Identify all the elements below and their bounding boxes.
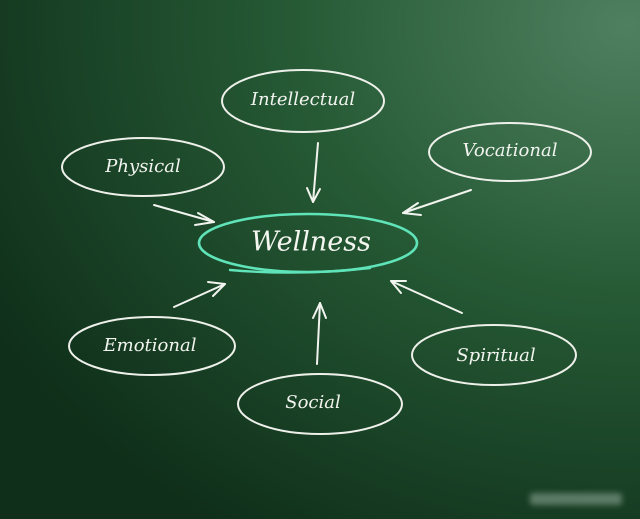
- node-emotional-label: Emotional: [103, 335, 197, 356]
- node-intellectual: Intellectual: [221, 69, 385, 133]
- node-intellectual-label: Intellectual: [250, 89, 355, 110]
- blurred-watermark: [530, 493, 622, 505]
- node-vocational-label: Vocational: [463, 140, 558, 161]
- arrow-vocational: [402, 189, 472, 216]
- node-spiritual: Spiritual: [411, 324, 577, 386]
- center-underline: [228, 266, 372, 274]
- node-physical: Physical: [61, 137, 225, 197]
- node-social: Social: [237, 373, 403, 435]
- center-node: Wellness: [197, 212, 419, 274]
- node-social-label: Social: [285, 392, 341, 413]
- node-spiritual-ellipse: [411, 324, 577, 386]
- node-vocational: Vocational: [428, 122, 592, 182]
- node-emotional-ellipse: [68, 316, 236, 376]
- node-emotional: Emotional: [68, 316, 236, 376]
- arrow-intellectual: [306, 142, 321, 203]
- node-social-ellipse: [237, 373, 403, 435]
- arrow-physical: [153, 204, 215, 226]
- node-intellectual-ellipse: [221, 69, 385, 133]
- node-spiritual-label: Spiritual: [456, 345, 536, 366]
- arrow-emotional: [173, 281, 226, 308]
- node-physical-ellipse: [61, 137, 225, 197]
- arrow-spiritual: [390, 280, 463, 314]
- node-vocational-ellipse: [428, 122, 592, 182]
- arrow-social: [312, 302, 327, 365]
- node-physical-label: Physical: [104, 156, 181, 177]
- center-label: Wellness: [251, 227, 371, 258]
